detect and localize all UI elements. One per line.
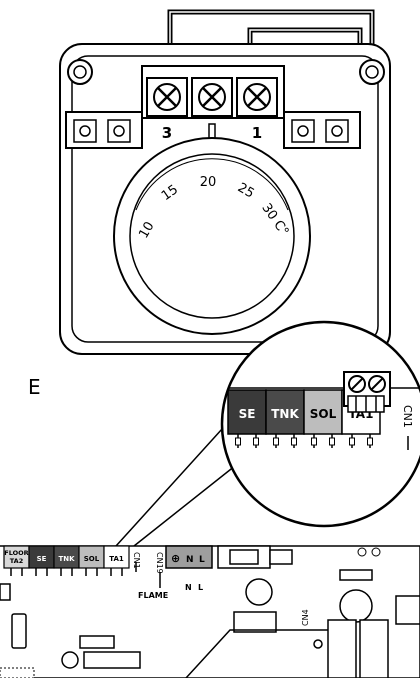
- board-cn19-label: CN19: [155, 552, 164, 574]
- zoom-terminal-se: SE: [227, 389, 267, 448]
- zoom-cn1-label: CN1: [401, 405, 414, 428]
- power-n-below: N: [185, 583, 192, 592]
- mount-hole-left: [67, 59, 93, 85]
- screw-terminal-middle: [191, 77, 233, 117]
- flame-label: FLAME: [138, 591, 168, 600]
- svg-text:FLOOR: FLOOR: [4, 549, 28, 557]
- svg-text:TNK: TNK: [58, 555, 75, 563]
- dial-tick-20: 20: [200, 175, 217, 190]
- terminal-label-3: 3: [162, 124, 172, 142]
- thermostat: 3 1 10 15 20 25 30 C°: [59, 43, 391, 355]
- svg-text:TA1: TA1: [109, 555, 124, 563]
- power-l-label: L: [199, 555, 205, 565]
- board-cn4-label: CN4: [301, 609, 310, 626]
- svg-text:SE: SE: [239, 407, 256, 421]
- dial-tick-25: 25: [235, 180, 257, 201]
- zoom-terminal-sol: SOL: [303, 389, 343, 448]
- mount-hole-right: [359, 59, 385, 85]
- svg-text:SE: SE: [37, 555, 47, 563]
- svg-text:SOL: SOL: [84, 555, 100, 563]
- svg-text:SOL: SOL: [310, 407, 337, 421]
- svg-text:TA2: TA2: [10, 557, 23, 565]
- zoom-terminal-tnk: TNK: [265, 389, 305, 448]
- power-n-label: N: [186, 555, 194, 565]
- terminal-label-1: 1: [252, 124, 262, 142]
- power-l-below: L: [198, 583, 203, 592]
- svg-text:TNK: TNK: [271, 407, 299, 421]
- screw-terminal-3: [146, 77, 188, 117]
- capacitor: [245, 578, 273, 606]
- board-cn1-label: CN1: [132, 552, 141, 569]
- dial-tick-10: 10: [136, 219, 157, 241]
- dial: [113, 137, 311, 335]
- ground-symbol: ⊕: [171, 552, 180, 565]
- screw-terminal-1: [236, 77, 278, 117]
- zoom-lines: [115, 417, 251, 547]
- board-terminal-4: TA1: [103, 545, 130, 576]
- section-letter: E: [28, 375, 41, 399]
